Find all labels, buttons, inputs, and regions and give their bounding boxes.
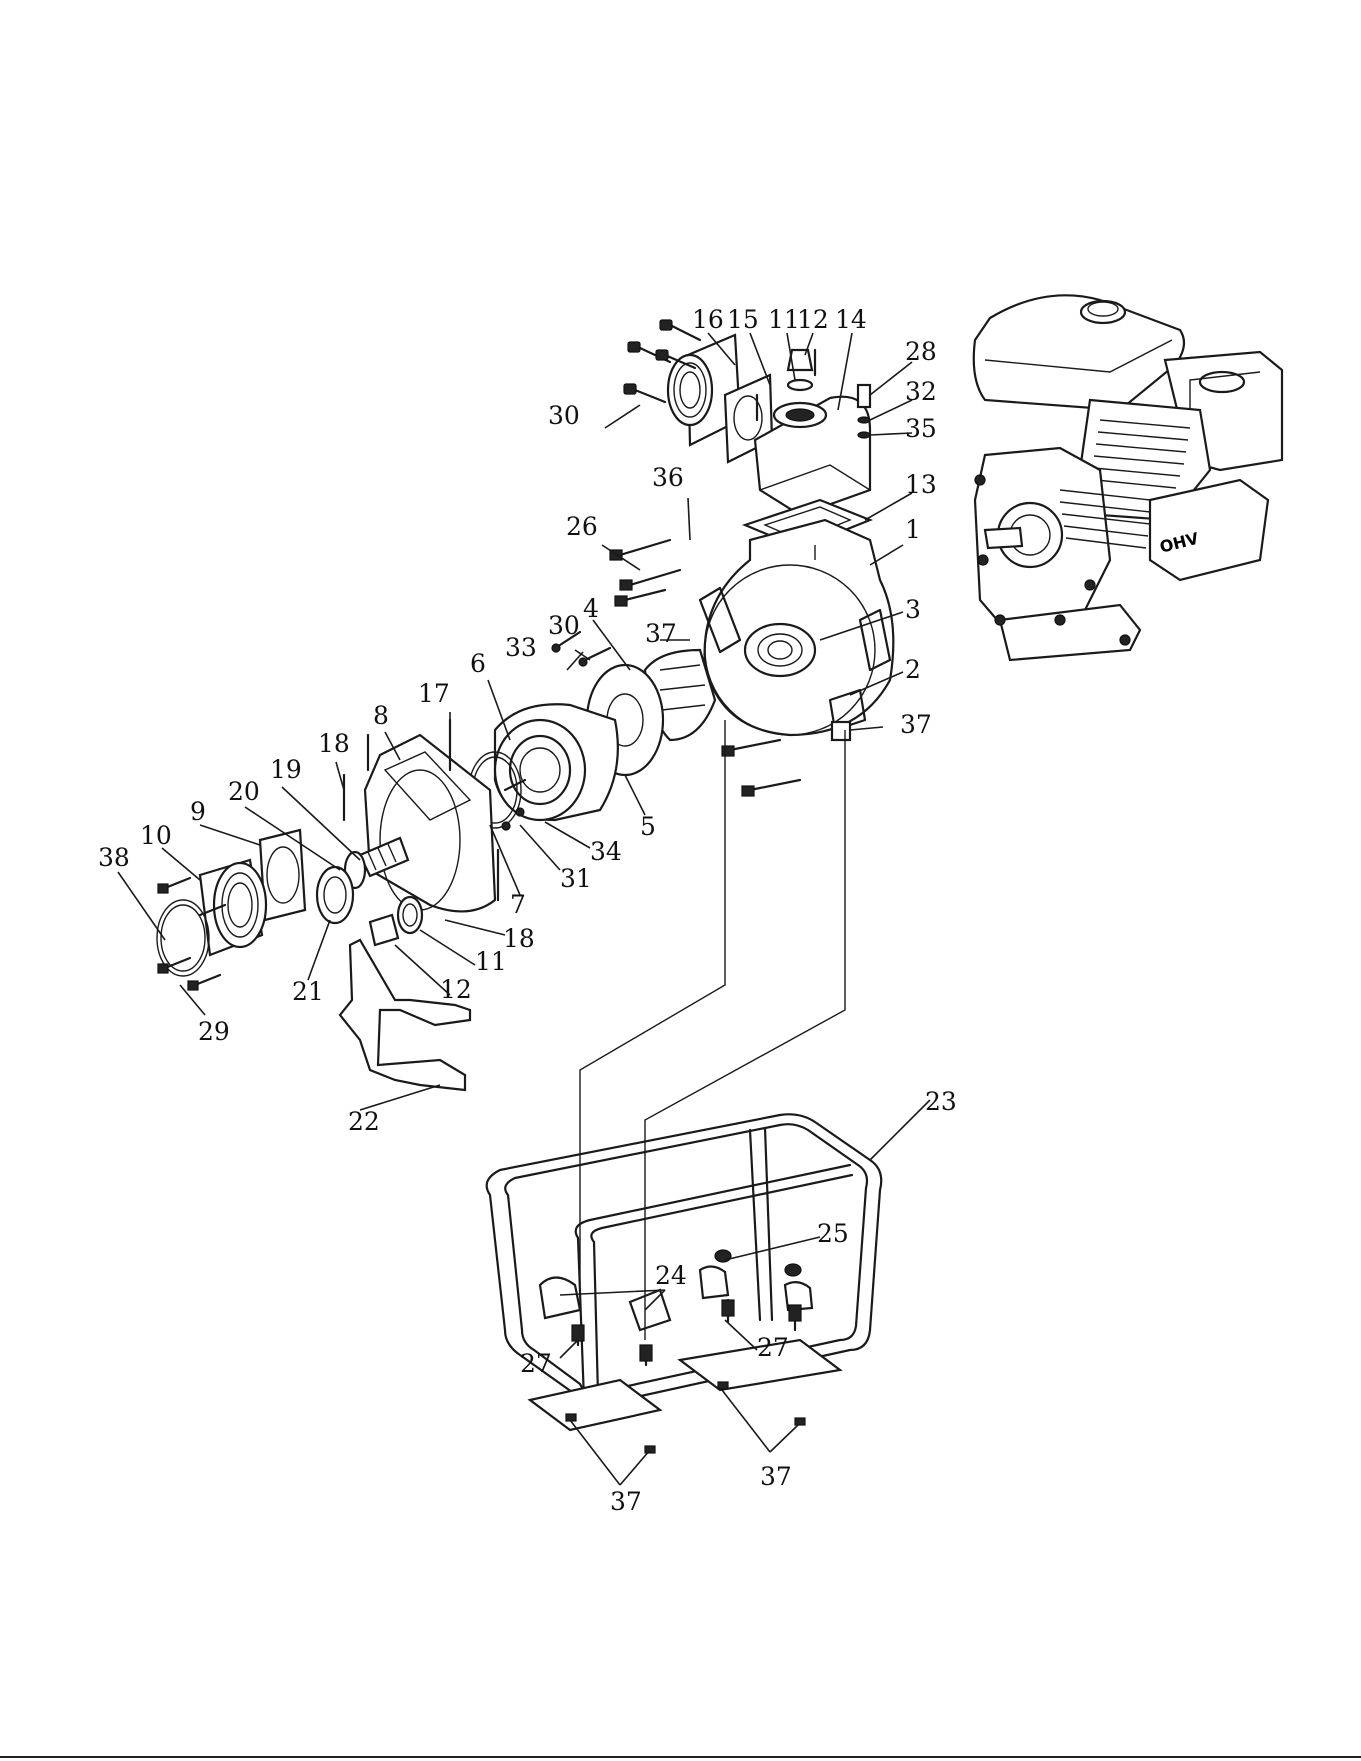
callout-29: 29: [198, 1017, 230, 1046]
callout-24: 24: [655, 1261, 687, 1290]
callout-11: 11: [475, 947, 507, 976]
callout-19: 19: [270, 755, 302, 784]
callout-37: 37: [900, 710, 932, 739]
callout-18: 18: [318, 729, 350, 758]
callout-37: 37: [760, 1462, 792, 1491]
callout-6: 6: [470, 649, 486, 678]
callout-32: 32: [905, 377, 937, 406]
callout-30: 30: [548, 611, 580, 640]
callout-17: 17: [418, 679, 450, 708]
callout-25: 25: [817, 1219, 849, 1248]
callout-4: 4: [583, 594, 599, 623]
callout-30: 30: [548, 401, 580, 430]
callout-7: 7: [510, 890, 526, 919]
callout-3: 3: [905, 595, 921, 624]
callout-36: 36: [652, 463, 684, 492]
callout-35: 35: [905, 414, 937, 443]
callout-15: 15: [727, 305, 759, 334]
callout-11: 11: [768, 305, 800, 334]
callout-38: 38: [98, 843, 130, 872]
discharge-assembly: [624, 320, 870, 548]
callout-13: 13: [905, 470, 937, 499]
callout-37: 37: [610, 1487, 642, 1516]
callout-23: 23: [925, 1087, 957, 1116]
callout-34: 34: [590, 837, 622, 866]
callout-26: 26: [566, 512, 598, 541]
callout-37: 37: [645, 619, 677, 648]
callout-21: 21: [292, 977, 324, 1006]
callout-16: 16: [692, 305, 724, 334]
callout-22: 22: [348, 1107, 380, 1136]
callout-31: 31: [560, 864, 592, 893]
callout-12: 12: [440, 975, 472, 1004]
engine-illustration: OHV: [974, 295, 1282, 660]
callout-2: 2: [905, 655, 921, 684]
callout-27: 27: [757, 1333, 789, 1362]
callout-10: 10: [140, 821, 172, 850]
callout-1: 1: [905, 515, 921, 544]
page-bottom-rule: [0, 1756, 1361, 1758]
callout-18: 18: [503, 924, 535, 953]
pump-body: [700, 520, 893, 740]
callout-8: 8: [373, 701, 389, 730]
callout-12: 12: [797, 305, 829, 334]
callout-9: 9: [190, 797, 206, 826]
callout-27: 27: [520, 1349, 552, 1378]
callout-14: 14: [835, 305, 867, 334]
callout-33: 33: [505, 633, 537, 662]
callout-28: 28: [905, 337, 937, 366]
callout-20: 20: [228, 777, 260, 806]
callout-5: 5: [640, 812, 656, 841]
